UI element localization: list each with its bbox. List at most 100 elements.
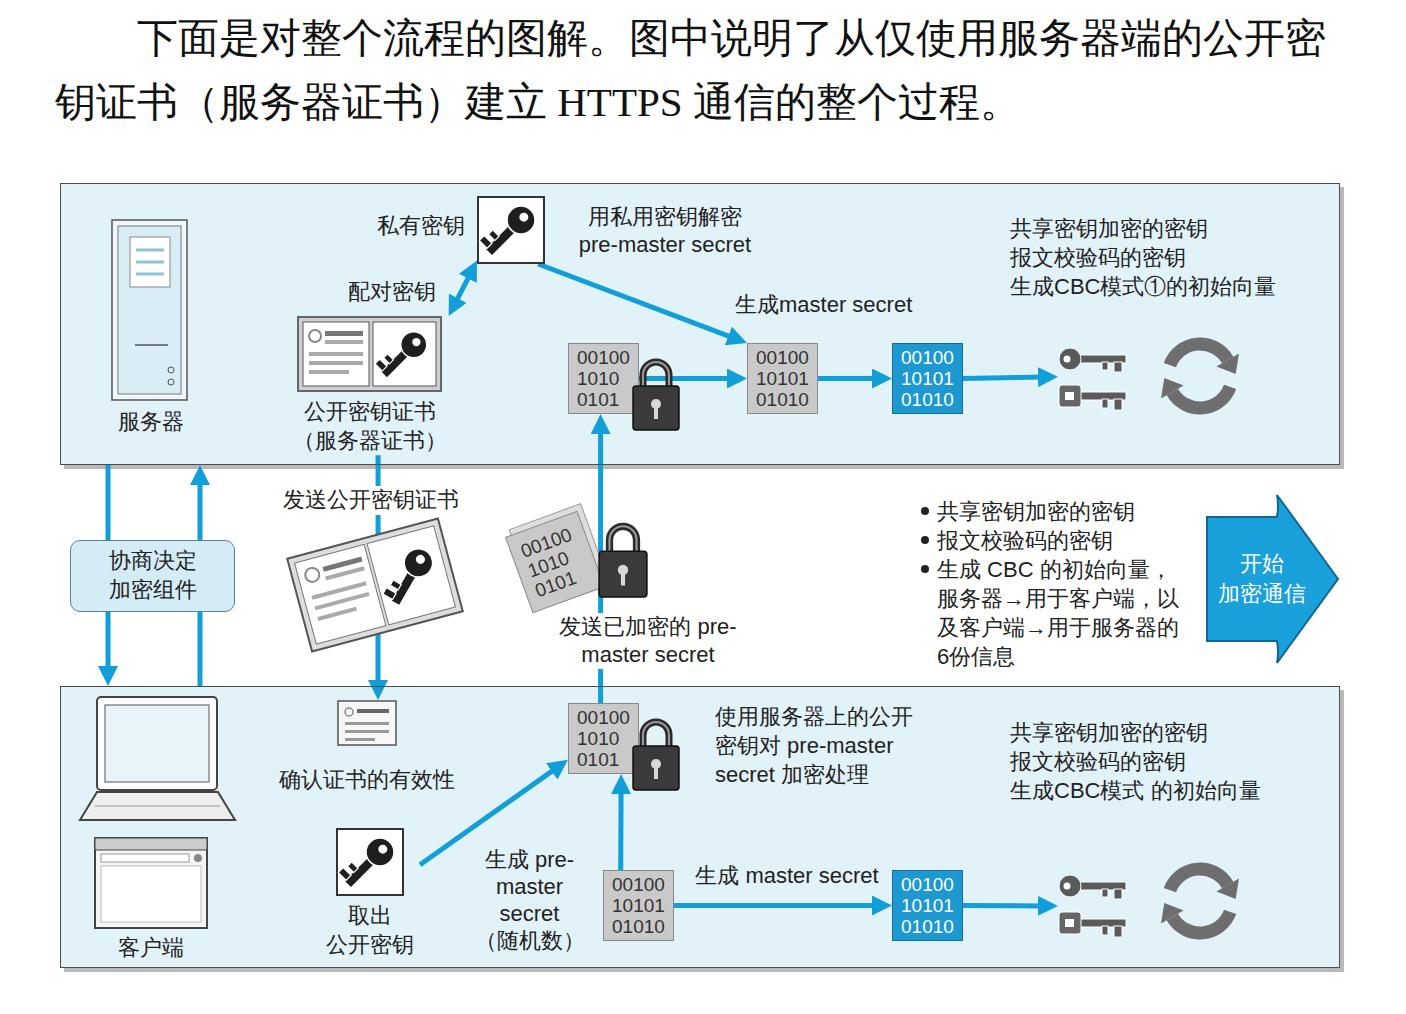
box-text: 00100 10101 01010 (612, 874, 665, 937)
device-label: 服务器 (101, 408, 201, 437)
box-text: 00100 10101 01010 (756, 347, 809, 410)
edge-label: 生成 master secret (682, 862, 892, 891)
server-icon (136, 249, 164, 252)
certificate-illustration (287, 518, 463, 651)
page-paragraph: 下面是对整个流程的图解。图中说明了从仅使用服务器端的公开密钥证书（服务器证书）建… (55, 6, 1355, 134)
bullet-text: 共享密钥加密的密钥 (937, 497, 1135, 526)
browser-icon (101, 854, 189, 862)
pre-master-box: 00100 10101 01010生成 pre-master secret （随… (603, 870, 674, 941)
server-icon (112, 220, 187, 400)
laptop-icon (80, 792, 235, 820)
bullet-text: 生成 CBC 的初始向量，服务器→用于客户端，以及客户端→用于服务器的6份信息 (937, 555, 1187, 671)
key-frame (478, 197, 544, 263)
session-keys: 共享密钥加密的密钥 报文校验码的密钥 生成CBC模式 的初始向量 (1058, 870, 1128, 942)
box-text: 00100 1010 0101 (577, 347, 630, 410)
edge-label: 生成master secret (732, 291, 915, 320)
certificate-icon (298, 317, 441, 391)
private-key-box: 私有密钥 (477, 196, 545, 264)
edge-label: 配对密钥 (345, 278, 439, 307)
server-icon (168, 367, 174, 373)
browser-icon (101, 866, 201, 922)
lock-icon (633, 722, 679, 790)
laptop-icon (105, 705, 209, 782)
keys-icon (1059, 875, 1126, 937)
flow-arrow (106, 612, 111, 672)
server-icon (136, 273, 164, 276)
certificate-illustration (371, 538, 449, 616)
keys-icon (1058, 343, 1128, 415)
device-label: 客户端 (101, 934, 201, 963)
lock-icon (633, 362, 679, 430)
certificate-icon (337, 700, 397, 746)
key-label: 取出 公开密钥 (320, 902, 420, 959)
lock-icon (632, 354, 680, 431)
laptop-icon (95, 806, 220, 807)
step-label: 生成 pre-master secret （随机数） (467, 846, 592, 954)
certificate-check: 确认证书的有效性 (267, 700, 467, 795)
master-secret-box: 00100 10101 01010 (892, 870, 963, 941)
encrypted-data-illustration (599, 526, 647, 597)
certificate-illustration (304, 566, 321, 583)
server-icon (112, 220, 187, 400)
bullet-dot (921, 565, 929, 573)
edge-label: 用私用密钥解密 pre-master secret (565, 203, 765, 259)
certificate-label: 公开密钥证书 （服务器证书） (287, 398, 452, 455)
keys-note: 共享密钥加密的密钥 报文校验码的密钥 生成CBC模式①的初始向量 (1010, 214, 1310, 301)
arrow-shape (1207, 495, 1338, 663)
bullet-dot (921, 507, 929, 515)
pre-master-box: 00100 10101 01010 (747, 343, 818, 414)
edge-label: 发送公开密钥证书 (280, 486, 462, 515)
key-icon (337, 831, 400, 894)
flow-arrow (818, 376, 878, 381)
key-icon (477, 196, 545, 264)
band-fill (60, 183, 1340, 465)
master-secret-box: 00100 10101 01010 (892, 343, 963, 414)
certificate-illustration (317, 607, 357, 621)
box-text: 00100 1010 0101 (577, 707, 630, 770)
browser-icon (194, 854, 202, 862)
encrypted-data-illustration (504, 504, 647, 613)
box-text: 00100 10101 01010 (901, 347, 954, 410)
flow-arrow (963, 903, 1044, 908)
server-icon (136, 261, 164, 264)
server-icon (118, 226, 181, 394)
server-icon (135, 344, 168, 346)
keys-note: 共享密钥加密的密钥 报文校验码的密钥 生成CBC模式 的初始向量 (1010, 718, 1310, 805)
flow-arrow (198, 479, 203, 540)
key-frame (337, 829, 403, 895)
server-icon (168, 379, 174, 385)
certificate-illustration (367, 526, 455, 625)
key-label: 私有密钥 (377, 212, 465, 241)
certificate-illustration (314, 592, 369, 610)
flow-arrow (106, 465, 111, 540)
public-key-box: 取出 公开密钥 (320, 828, 420, 959)
keys-icon (1059, 348, 1126, 410)
browser-icon (95, 838, 207, 928)
key-icon (478, 199, 541, 262)
server-certificate: 公开密钥证书 （服务器证书） (287, 316, 452, 455)
data-digits: 00100 1010 0101 (518, 524, 589, 601)
certificate-icon (297, 316, 442, 392)
arrow-shape (1205, 493, 1340, 665)
laptop-icon (80, 697, 235, 820)
client-band: 确认证书的有效性取出 公开密钥 00100 1010 0101 00100 1010… (60, 686, 1340, 968)
certificate-illustration (287, 518, 463, 651)
box-text: 开始 加密通信 (1212, 549, 1312, 608)
encrypted-data-illustration (506, 511, 605, 612)
flow-arrow (618, 788, 623, 870)
browser-icon (95, 838, 207, 928)
certificate-illustration (325, 566, 365, 580)
flow-arrow (639, 376, 733, 381)
cycle-icon (1161, 344, 1239, 408)
flow-arrow (538, 264, 734, 338)
browser-icon (95, 838, 207, 850)
session-keys: 共享密钥加密的密钥 报文校验码的密钥 生成CBC模式①的初始向量 (1058, 343, 1128, 415)
cycle-icon (1161, 869, 1239, 933)
keys-icon (1058, 870, 1128, 942)
flow-arrow (455, 273, 471, 303)
server-icon (130, 237, 170, 287)
laptop-icon (97, 697, 217, 790)
encrypted-data-illustration (504, 504, 610, 613)
box-text: 00100 10101 01010 (901, 874, 954, 937)
